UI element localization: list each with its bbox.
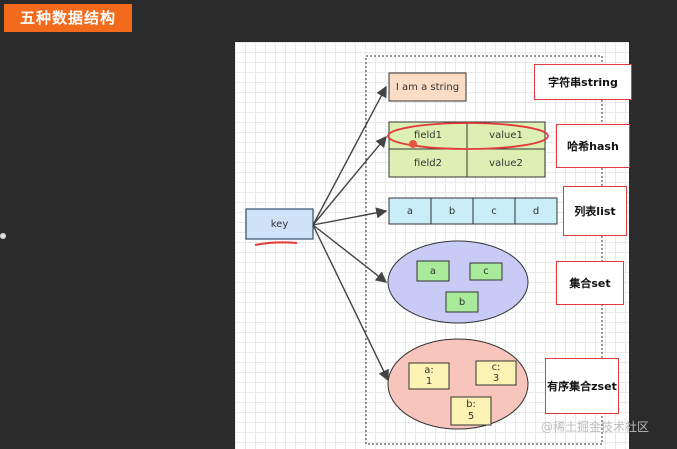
- set-item-a-box: [416, 260, 450, 282]
- hash-value-1: value1: [489, 130, 523, 141]
- slide-title: 五种数据结构: [4, 4, 132, 32]
- hash-field-2: field2: [414, 157, 442, 169]
- zset-member-a: a:: [424, 365, 434, 376]
- type-label-string: 字符串string: [534, 64, 632, 100]
- zset-member-b: b:: [466, 399, 476, 410]
- string-node: [388, 72, 467, 102]
- watermark: @稀土掘金技术社区: [541, 420, 650, 434]
- zset-item-a: a: 1: [409, 363, 449, 389]
- hash-pointer-dot: [409, 140, 417, 148]
- zset-item-c: c: 3: [476, 361, 516, 385]
- type-label-set: 集合set: [556, 261, 624, 305]
- zset-score-a: 1: [425, 376, 433, 387]
- type-label-hash: 哈希hash: [556, 124, 630, 168]
- arrow-to-zset: [312, 224, 389, 382]
- set-item-a: a: [429, 265, 437, 277]
- arrow-to-list: [312, 207, 388, 226]
- zset-item-c-box: [475, 360, 517, 386]
- arrow-to-set: [312, 224, 388, 283]
- set-item-c-box: [469, 262, 503, 281]
- list-item-a: a: [406, 205, 414, 217]
- zset-score-c: 3: [492, 373, 500, 384]
- zset-item-a-box: [408, 362, 450, 390]
- set-item-b: b: [458, 296, 466, 308]
- list-item-d: d: [532, 205, 540, 217]
- key-label: key: [270, 218, 289, 230]
- key-underline-annotation: [254, 241, 298, 246]
- hash-field-1: field1: [414, 130, 442, 141]
- zset-score-b: 5: [467, 411, 475, 422]
- zset-item-b-box: [450, 396, 492, 426]
- hash-value-2: value2: [489, 157, 523, 169]
- arrow-to-hash: [312, 135, 387, 226]
- type-label-zset: 有序集合zset: [545, 358, 619, 414]
- set-item-c: c: [483, 266, 489, 277]
- connector-arrows: [312, 85, 389, 382]
- diagram-svg: [245, 55, 603, 445]
- zset-member-c: c:: [491, 362, 501, 373]
- string-value: I am a string: [395, 81, 460, 93]
- zset-item-b: b: 5: [451, 397, 491, 425]
- list-item-c: c: [491, 205, 497, 217]
- diagram-canvas: key I am a string field1 value1 field2 v…: [235, 42, 629, 449]
- hash-row-highlight-annotation: [387, 122, 549, 150]
- structures-container: [365, 55, 603, 445]
- list-item-b: b: [448, 205, 456, 217]
- arrow-to-string: [312, 85, 387, 226]
- set-item-b-box: [445, 291, 479, 313]
- side-handle: [0, 233, 6, 239]
- type-label-list: 列表list: [563, 186, 627, 236]
- key-node: [245, 208, 314, 240]
